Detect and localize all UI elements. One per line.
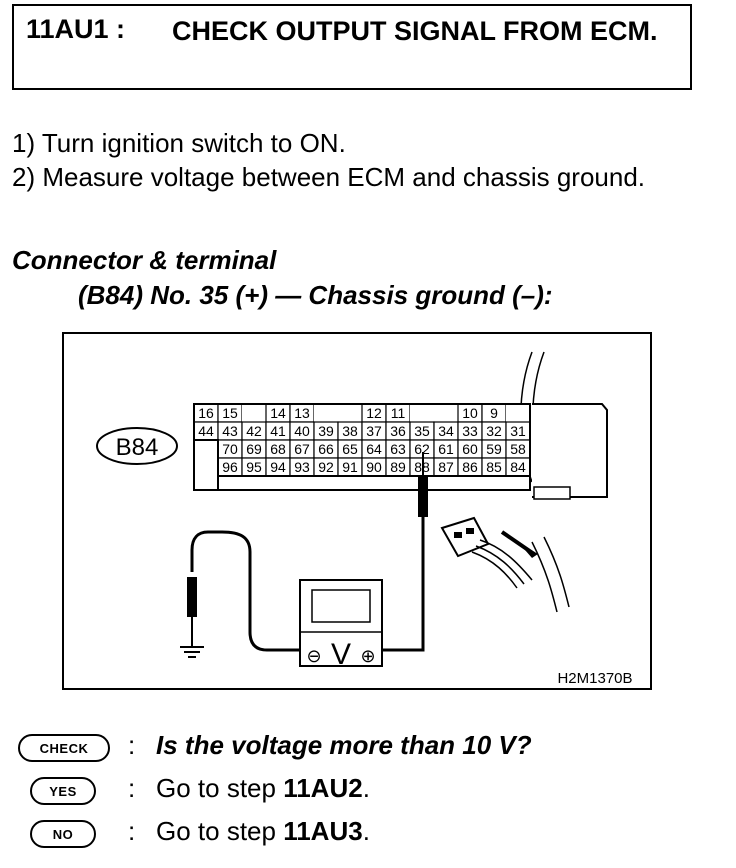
- voltmeter-display: [311, 589, 371, 623]
- minus-terminal: ⊖: [306, 646, 321, 667]
- check-badge: CHECK: [18, 734, 110, 762]
- negative-lead: [190, 530, 310, 652]
- no-answer: Go to step 11AU3.: [156, 816, 370, 846]
- pin-number-16: 16: [198, 405, 214, 421]
- yes-target-step: 11AU2: [283, 773, 363, 803]
- pin-number-32: 32: [486, 423, 502, 439]
- figure-code: H2M1370B: [557, 670, 632, 687]
- pin-number-90: 90: [366, 459, 382, 475]
- pin-number-39: 39: [318, 423, 334, 439]
- connector-pin-grid: 16 15 14 13 12 11 10 9 44 43 42 41 40 39 38 37 36 35 34 33 3…: [193, 403, 531, 491]
- pin-number-35: 35: [414, 423, 430, 439]
- pin-number-87: 87: [438, 459, 454, 475]
- pin-number-33: 33: [462, 423, 478, 439]
- pin-number-60: 60: [462, 441, 478, 457]
- instruction-1: 1) Turn ignition switch to ON.: [12, 128, 346, 158]
- probe-positive: [418, 477, 428, 517]
- pin-number-12: 12: [366, 405, 382, 421]
- pin-number-43: 43: [222, 423, 238, 439]
- connector-key: [193, 439, 219, 491]
- pin-number-15: 15: [222, 405, 238, 421]
- positive-lead: [382, 517, 425, 652]
- no-target-step: 11AU3: [283, 816, 363, 846]
- ecm-latch: [533, 486, 571, 500]
- pin-number-89: 89: [390, 459, 406, 475]
- step-title: CHECK OUTPUT SIGNAL FROM ECM.: [172, 16, 658, 46]
- pin-number-64: 64: [366, 441, 382, 457]
- harness-line: [531, 541, 558, 613]
- pin-number-61: 61: [438, 441, 454, 457]
- pin-number-40: 40: [294, 423, 310, 439]
- pin-number-31: 31: [510, 423, 526, 439]
- pin-number-93: 93: [294, 459, 310, 475]
- connector-pin-cell: [506, 404, 530, 422]
- pin-number-11: 11: [391, 405, 406, 421]
- pin-number-95: 95: [246, 459, 262, 475]
- pin-number-66: 66: [318, 441, 334, 457]
- pin-number-10: 10: [462, 405, 478, 421]
- connector-skirt: [193, 476, 531, 491]
- pin-number-68: 68: [270, 441, 286, 457]
- pin-number-69: 69: [246, 441, 262, 457]
- check-question: Is the voltage more than 10 V?: [156, 730, 532, 760]
- pin-number-91: 91: [342, 459, 358, 475]
- pin-number-9: 9: [490, 405, 498, 421]
- pin-number-94: 94: [270, 459, 286, 475]
- connector-pin-cell: [410, 404, 434, 422]
- connector-detail: (B84) No. 35 (+) — Chassis ground (–):: [78, 280, 553, 310]
- voltmeter-symbol: V: [331, 638, 351, 671]
- pin-number-14: 14: [270, 405, 286, 421]
- instruction-2: 2) Measure voltage between ECM and chass…: [12, 162, 646, 192]
- pin-number-58: 58: [510, 441, 526, 457]
- connector-illustration-icon: [440, 516, 538, 589]
- pin-number-34: 34: [438, 423, 454, 439]
- connector-pin-cell: [314, 404, 338, 422]
- pin-number-41: 41: [270, 423, 286, 439]
- yes-answer: Go to step 11AU2.: [156, 773, 370, 803]
- ecm-housing: [532, 403, 608, 498]
- plus-terminal: ⊕: [360, 646, 375, 667]
- pin-number-37: 37: [366, 423, 382, 439]
- pin-number-59: 59: [486, 441, 502, 457]
- pin-number-70: 70: [222, 441, 238, 457]
- connector-label: B84: [116, 434, 159, 461]
- connector-pin-cell: [338, 404, 362, 422]
- wiring-diagram: 16 15 14 13 12 11 10 9 44 43 42 41 40 39 38 37 36 35 34 33 3…: [62, 332, 652, 690]
- pin-number-96: 96: [222, 459, 238, 475]
- pin-number-36: 36: [390, 423, 406, 439]
- pin-number-13: 13: [294, 405, 310, 421]
- pin-number-38: 38: [342, 423, 358, 439]
- connector-heading: Connector & terminal: [12, 245, 277, 275]
- connector-pin-cell: [434, 404, 458, 422]
- probe-negative: [187, 577, 197, 617]
- pin-number-84: 84: [510, 459, 526, 475]
- pin-number-65: 65: [342, 441, 358, 457]
- harness-line: [543, 536, 570, 608]
- pin-number-92: 92: [318, 459, 334, 475]
- connector-pin-cell: [242, 404, 266, 422]
- no-badge: NO: [30, 820, 96, 848]
- pin-number-44: 44: [198, 423, 214, 439]
- pin-number-63: 63: [390, 441, 406, 457]
- connector-label-ellipse: [96, 427, 178, 465]
- step-code: 11AU1 :: [26, 14, 126, 44]
- yes-badge: YES: [30, 777, 96, 805]
- step-header-box: 11AU1 : CHECK OUTPUT SIGNAL FROM ECM.: [12, 4, 692, 90]
- pin-number-62: 62: [414, 441, 430, 457]
- pin-number-85: 85: [486, 459, 502, 475]
- pin-number-67: 67: [294, 441, 310, 457]
- pin-number-42: 42: [246, 423, 262, 439]
- pin-number-86: 86: [462, 459, 478, 475]
